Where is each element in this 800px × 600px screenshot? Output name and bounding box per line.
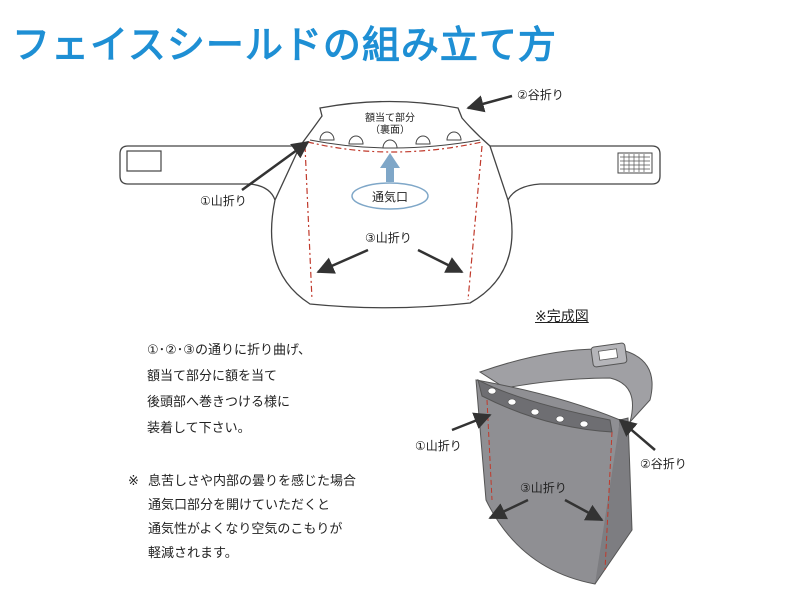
mountain-fold-1-label: ①山折り (200, 193, 247, 208)
mountain-fold-1-arrow (241, 140, 310, 192)
note-line: 息苦しさや内部の曇りを感じた場合 (148, 474, 357, 489)
mountain-fold-3-right-arrow (417, 248, 464, 274)
valley-fold-arrow (466, 94, 513, 113)
left-side-fold-line (304, 145, 313, 301)
left-strap-slot (126, 150, 162, 172)
forehead-sub-label: （裏面） (370, 123, 410, 136)
vent-arrow (380, 153, 400, 182)
mountain-fold-3-label: ③山折り (365, 230, 412, 245)
note-line: 通気口部分を開けていただくと (148, 498, 331, 513)
forehead-label: 額当て部分 (365, 111, 415, 124)
mountain-fold-3-left-arrow (316, 248, 369, 274)
instruction-line: 後頭部へ巻きつける様に (147, 395, 291, 410)
vent-holes (319, 131, 462, 149)
page-title: フェイスシールドの組み立て方 (12, 23, 557, 67)
completed-view: ①山折り ②谷折り ③山折り (415, 342, 687, 585)
valley-fold-label: ②谷折り (517, 87, 564, 102)
completed-mountain-fold-3-left-arrow (488, 498, 529, 520)
note-mark: ※ (128, 474, 139, 489)
completed-valley-fold-arrow (618, 418, 656, 451)
instruction-line: ①･②･③の通りに折り曲げ、 (147, 343, 312, 358)
instruction-line: 額当て部分に額を当て (147, 369, 278, 384)
left-strap (119, 145, 300, 201)
completed-valley-fold-label: ②谷折り (640, 456, 687, 471)
completed-heading: ※完成図 (535, 309, 589, 325)
forehead-fold-line (307, 141, 483, 153)
completed-mountain-fold-1-arrow (451, 412, 492, 432)
vent-label: 通気口 (372, 189, 408, 204)
right-strap-velcro (617, 152, 653, 174)
fold-lines (304, 141, 483, 301)
completed-mountain-fold-3-right-arrow (564, 498, 604, 522)
right-strap (490, 145, 661, 201)
completed-mountain-fold-1-label: ①山折り (415, 438, 462, 453)
vent-label-oval (351, 182, 429, 210)
note: ※ 息苦しさや内部の曇りを感じた場合 通気口部分を開けていただくと 通気性がよくな… (128, 470, 356, 566)
note-line: 軽減されます。 (148, 546, 238, 561)
completed-mountain-fold-3-label: ③山折り (520, 480, 567, 495)
flat-template: 額当て部分 （裏面） ②谷折り ①山折り 通気口 ③山折り (119, 87, 661, 309)
completed-strap (478, 348, 653, 423)
right-side-fold-line (467, 145, 483, 301)
instructions: ①･②･③の通りに折り曲げ、 額当て部分に額を当て 後頭部へ巻きつける様に 装着… (147, 338, 311, 442)
note-line: 通気性がよくなり空気のこもりが (148, 522, 343, 537)
instruction-line: 装着して下さい。 (147, 421, 251, 436)
